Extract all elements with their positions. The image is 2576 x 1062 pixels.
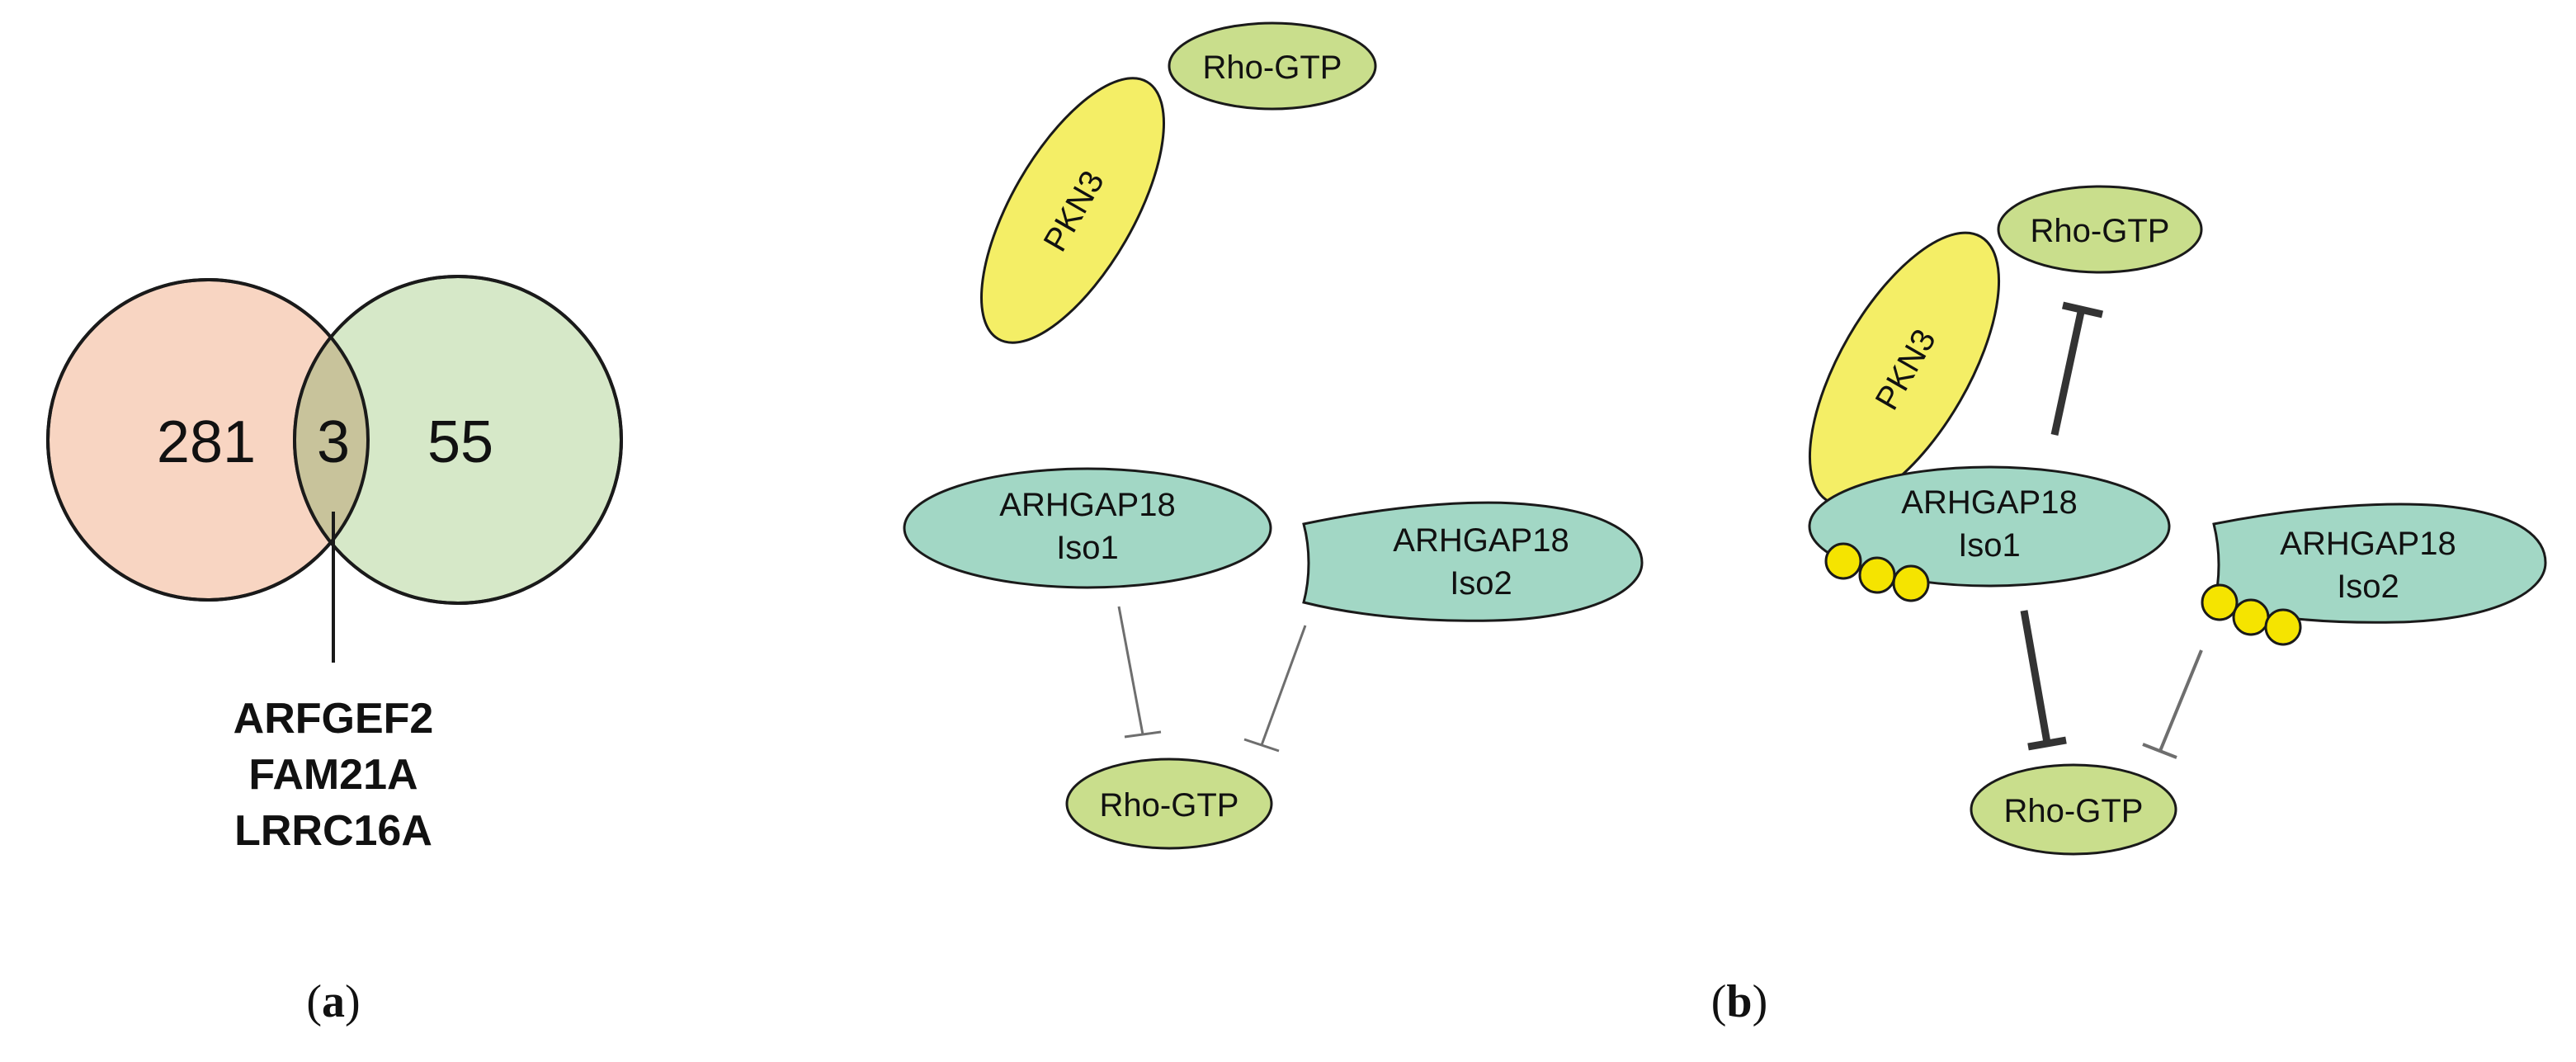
overlap-gene-3: LRRC16A	[234, 807, 432, 855]
arhgap18-iso1-iso: Iso1	[1958, 527, 2021, 564]
rho-gtp-top-label: Rho-GTP	[2031, 213, 2170, 249]
venn-right-count: 55	[427, 409, 493, 475]
caption-b-close: )	[1753, 976, 1768, 1027]
scheme-phosphorylated: PKN3 Rho-GTP ARHGAP18 Iso1 ARHGAP18 Iso2…	[1808, 185, 2547, 856]
venn-overlap-count: 3	[317, 409, 350, 475]
iso2-phospho-dot-3	[2264, 608, 2302, 646]
arhgap18-iso1-name: ARHGAP18	[999, 487, 1175, 523]
iso2-phospho-dot-2	[2232, 598, 2270, 636]
rho-gtp-bottom-label: Rho-GTP	[1100, 787, 1239, 824]
venn-left-count: 281	[157, 409, 256, 475]
rho-gtp-top	[1997, 185, 2203, 274]
arhgap18-iso1-name: ARHGAP18	[1901, 484, 2077, 521]
iso1-inhibits-rho-line	[1117, 606, 1144, 735]
iso2-inhibits-rho-line	[1260, 625, 1307, 746]
caption-a-letter: a	[322, 976, 345, 1027]
arhgap18-iso2-iso: Iso2	[2337, 569, 2399, 605]
iso2-inhibits-rho-bar	[2142, 743, 2177, 759]
iso1-phospho-dot-2	[1858, 556, 1896, 594]
iso2-inhibits-rho-line	[2158, 649, 2203, 752]
iso2-inhibits-rho-bar	[1243, 738, 1280, 753]
scheme-unphosphorylated: PKN3 Rho-GTP ARHGAP18 Iso1 ARHGAP18 Iso2…	[903, 21, 1644, 850]
arhgap18-iso1	[1808, 465, 2171, 588]
rho-gtp-bottom-label: Rho-GTP	[2004, 793, 2144, 829]
overlap-gene-2: FAM21A	[248, 751, 418, 799]
iso1-inhibits-bottom-rho-bar	[2027, 736, 2067, 751]
rho-gtp-bottom	[1065, 758, 1273, 850]
iso1-inhibits-rho-bar	[1124, 730, 1162, 739]
arhgap18-iso2-name: ARHGAP18	[2280, 526, 2456, 562]
venn-diagram: 281 3 55 ARFGEF2 FAM21A LRRC16A	[46, 275, 623, 855]
caption-a: (a)	[306, 976, 360, 1027]
rho-gtp-bottom	[1970, 763, 2177, 856]
caption-a-close: )	[345, 976, 361, 1027]
iso1-inhibits-top-rho-line	[2050, 311, 2085, 436]
pkn3-ellipse	[980, 77, 1165, 344]
iso1-phospho-dot-3	[1892, 564, 1930, 602]
caption-b-open: (	[1711, 976, 1727, 1027]
caption-b: (b)	[1711, 976, 1767, 1027]
overlap-gene-1: ARFGEF2	[234, 695, 434, 743]
arhgap18-iso2-iso: Iso2	[1450, 565, 1512, 602]
iso1-inhibits-bottom-rho-line	[2020, 610, 2051, 743]
arhgap18-iso1-iso: Iso1	[1056, 530, 1119, 566]
arhgap18-iso1	[903, 467, 1272, 589]
caption-a-open: (	[306, 976, 322, 1027]
iso1-inhibits-top-rho-bar	[2061, 301, 2104, 319]
caption-b-letter: b	[1726, 976, 1752, 1027]
iso2-phospho-dot-1	[2201, 583, 2239, 621]
arhgap18-iso2-name: ARHGAP18	[1393, 522, 1569, 559]
venn-left-outline	[46, 278, 370, 602]
rho-gtp-top-label: Rho-GTP	[1203, 50, 1342, 86]
venn-right-outline	[293, 275, 623, 605]
iso1-phospho-dot-1	[1824, 542, 1862, 580]
arhgap18-iso2	[1302, 501, 1644, 622]
rho-gtp-top	[1168, 21, 1377, 111]
